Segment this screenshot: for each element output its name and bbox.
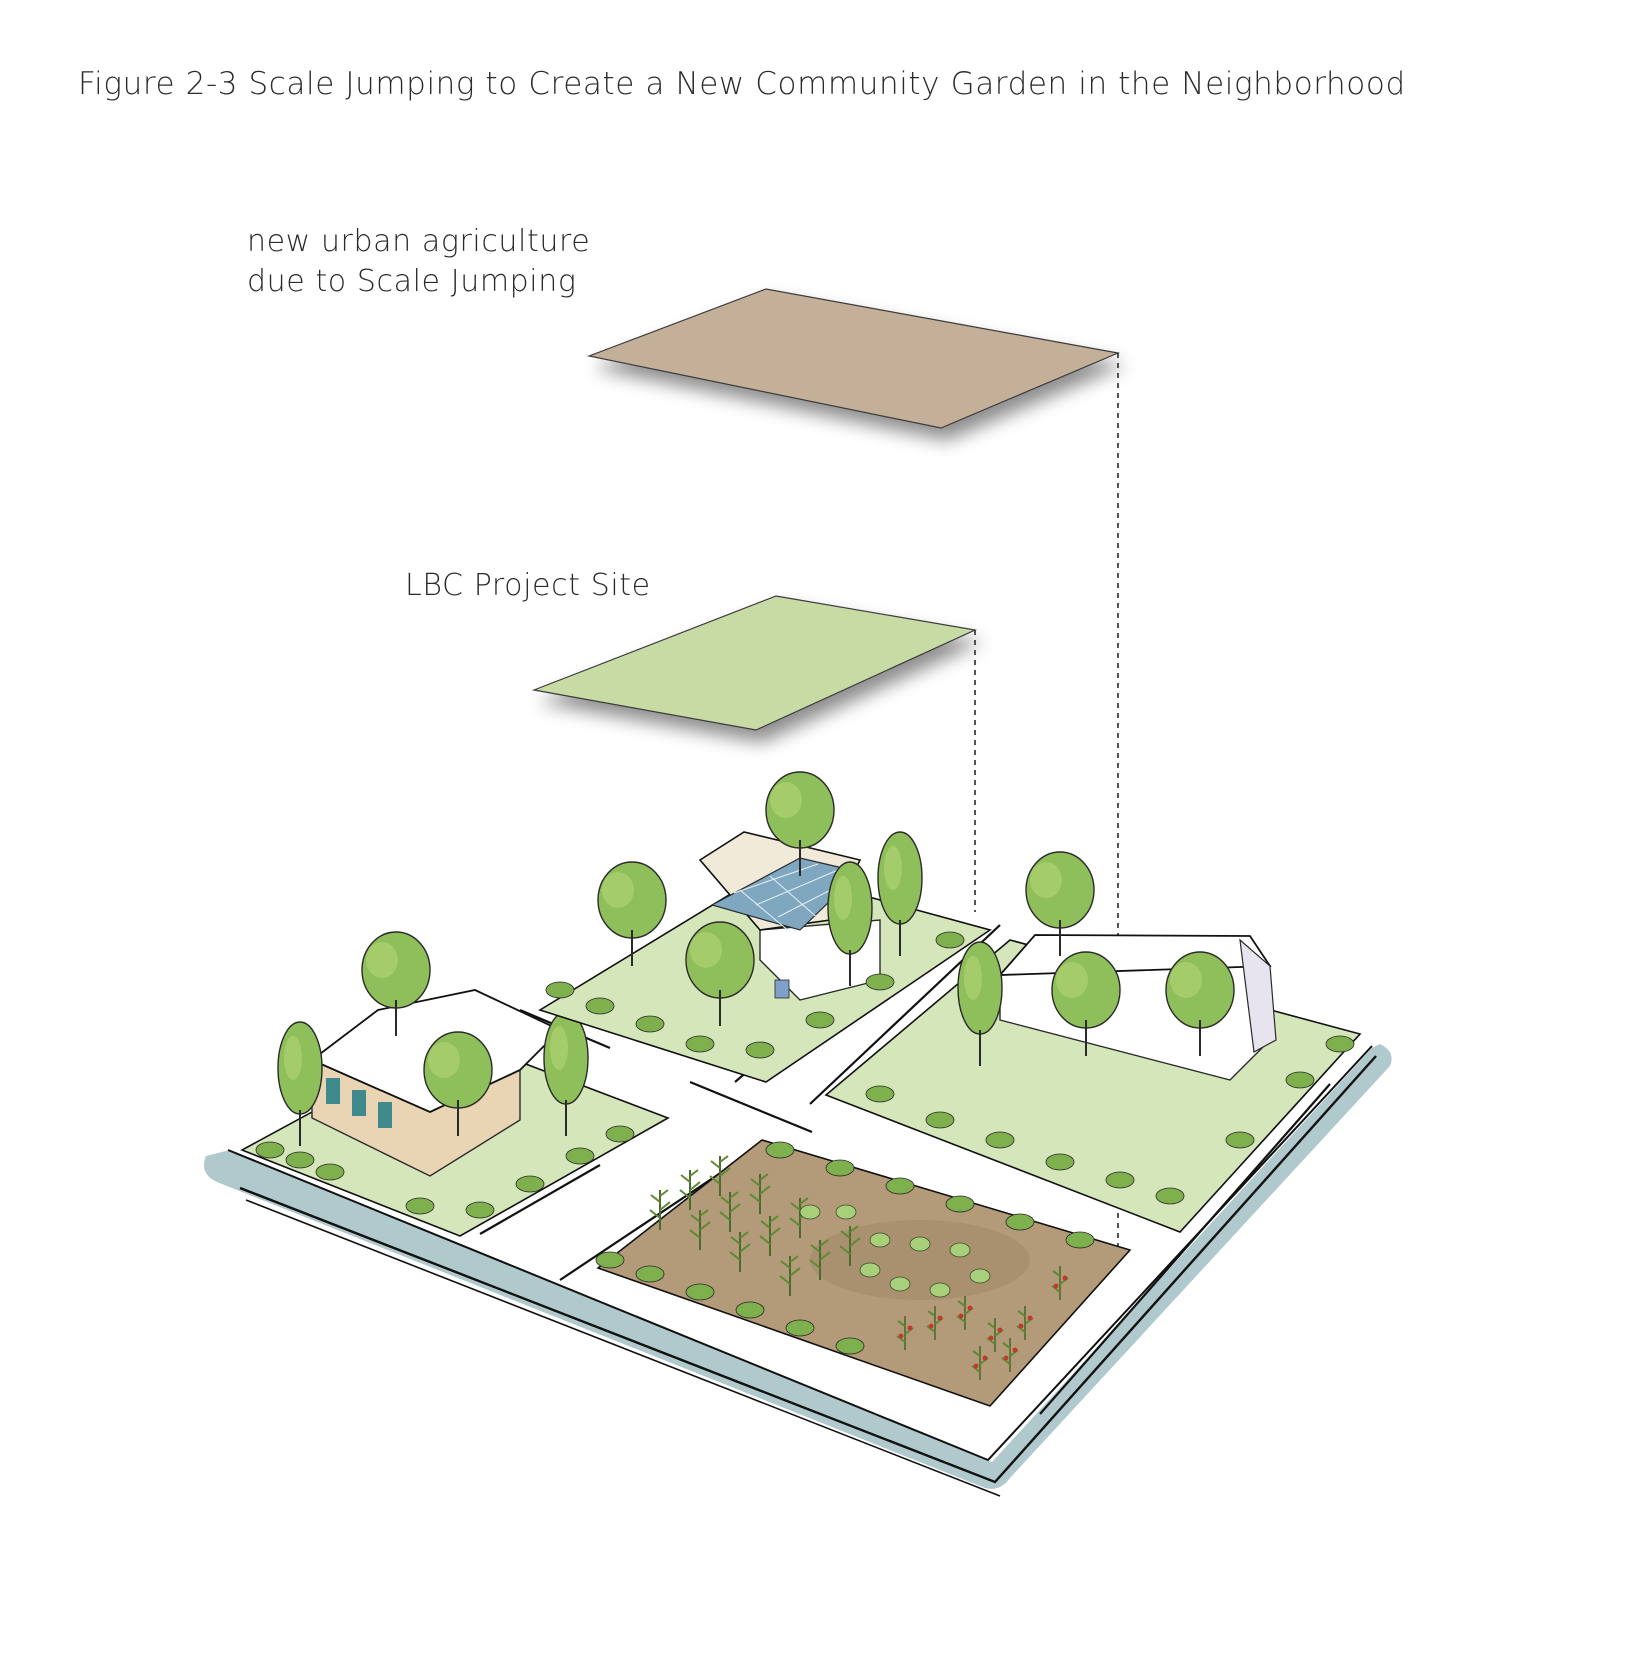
urban-agriculture-plane	[589, 289, 1118, 428]
project-site-plane	[534, 596, 975, 730]
